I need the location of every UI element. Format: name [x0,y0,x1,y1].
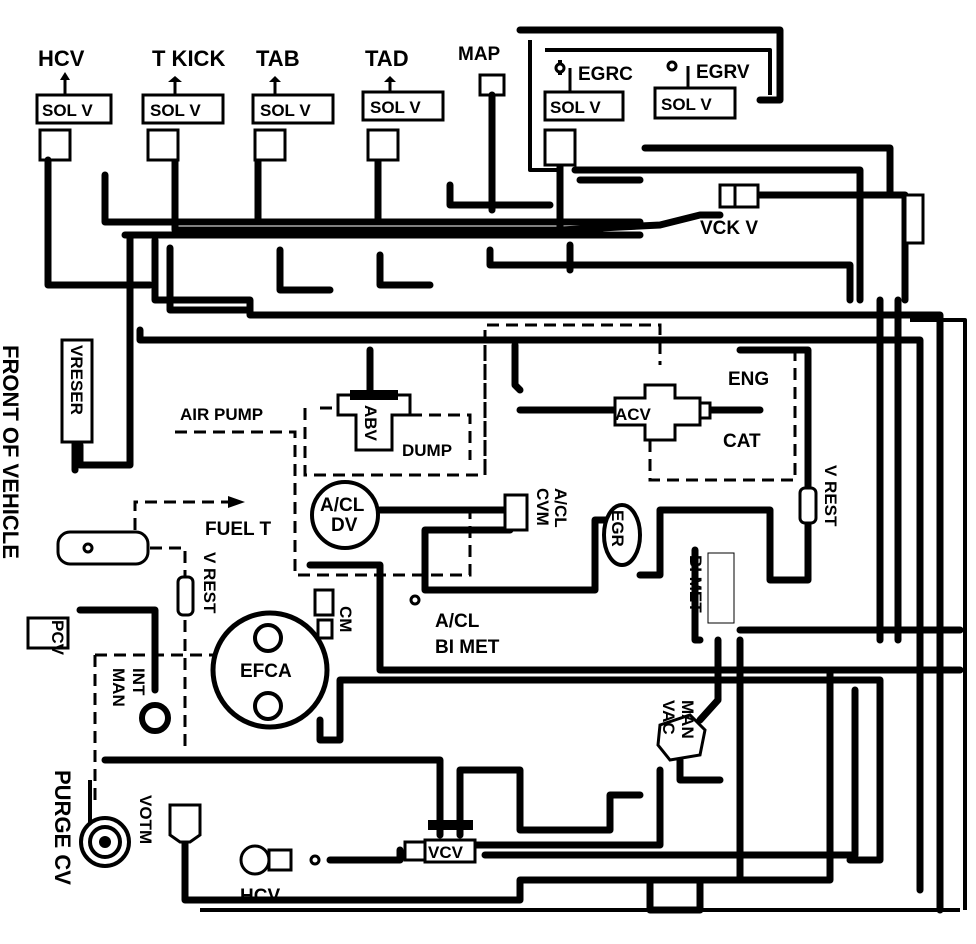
acl-bimet-line2: BI MET [435,637,500,658]
votm-valve: VOTM [136,795,202,844]
hcv-sol-label: SOL V [42,101,93,120]
int-man-line2: MAN [109,668,128,707]
purge-cv-label: PURGE CV [50,770,75,885]
vck-v-label: VCK V [700,218,758,239]
cat-label: CAT [723,431,761,452]
cm-valve: CM [313,588,355,640]
cm-label: CM [336,606,355,632]
front-of-vehicle-label: FRONT OF VEHICLE [0,345,23,559]
hose-routing [44,26,967,914]
egr-label: EGR [608,510,627,547]
tab-label: TAB [256,46,300,71]
acl-bimet-line1: A/CL [435,611,480,632]
tad-sol-label: SOL V [370,98,421,117]
map-label: MAP [458,44,501,65]
dashed-air-lines [93,323,797,800]
v-rest-left: V REST [176,552,219,617]
tab-solenoid: TAB SOL V [251,46,335,162]
acl-cvm: A/CL CVM [503,488,570,532]
vcv-valve: VCV [403,820,477,864]
t-kick-solenoid: T KICK SOL V [141,46,225,162]
bi-met-label: BI MET [686,555,705,613]
acl-dv-line2: DV [331,515,358,536]
tad-label: TAD [365,46,409,71]
tad-solenoid: TAD SOL V [361,46,445,162]
acv-label: ACV [615,405,652,424]
acl-dv-line1: A/CL [320,495,365,516]
man-vac-line1: MAN [678,700,697,739]
acl-cvm-line1: A/CL [551,488,570,528]
egrv-solenoid: EGRV SOL V [653,60,750,120]
hcv-bottom-valve: HCV [239,844,321,907]
efca-assembly: EFCA [210,610,330,730]
egrv-label: EGRV [696,62,750,83]
egrc-solenoid: EGRC SOL V [543,62,633,167]
t-kick-label: T KICK [152,46,225,71]
votm-label: VOTM [136,795,155,844]
air-pump-label: AIR PUMP [180,405,263,424]
hcv-top-label: HCV [38,46,85,71]
acl-delay-valve: A/CL DV [310,480,380,550]
map-sensor: MAP [458,44,506,214]
egrc-sol-label: SOL V [550,98,601,117]
efca-label: EFCA [240,661,292,682]
fuel-tank-connector: FUEL T [56,496,272,566]
vcv-label: VCV [428,843,464,862]
air-bypass-valve: ABV DUMP [336,390,452,460]
pcv-valve: PCV [26,616,70,656]
v-rest-right-label: V REST [821,465,840,527]
hcv-bottom-label: HCV [240,886,280,907]
acl-bimet-label-group: A/CL BI MET [409,594,500,658]
intake-manifold-port: INT MAN [109,668,171,734]
v-rest-right: V REST [798,465,840,527]
tab-sol-label: SOL V [260,101,311,120]
v-rest-left-label: V REST [200,552,219,614]
air-control-valve: ACV ENG CAT [613,369,769,452]
manifold-vacuum: MAN VAC [656,700,707,762]
egr-valve: EGR [602,503,642,567]
vck-valve: VCK V [700,183,925,245]
eng-label: ENG [728,369,769,390]
vreser-label: VRESER [67,345,86,415]
acl-cvm-line2: CVM [533,488,552,526]
man-vac-line2: VAC [659,700,678,735]
vacuum-reservoir: VRESER [60,338,94,444]
t-kick-sol-label: SOL V [150,101,201,120]
purge-control-valve: PURGE CV [50,770,131,885]
bi-metal-sensor: BI MET [686,552,735,624]
pcv-label: PCV [48,620,67,656]
egrc-label: EGRC [578,64,633,85]
hcv-solenoid: HCV SOL V [35,46,113,209]
int-man-line1: INT [129,668,148,696]
fuel-t-label: FUEL T [205,519,272,540]
abv-label: ABV [361,405,380,442]
dump-label: DUMP [402,441,452,460]
egrv-sol-label: SOL V [661,95,712,114]
